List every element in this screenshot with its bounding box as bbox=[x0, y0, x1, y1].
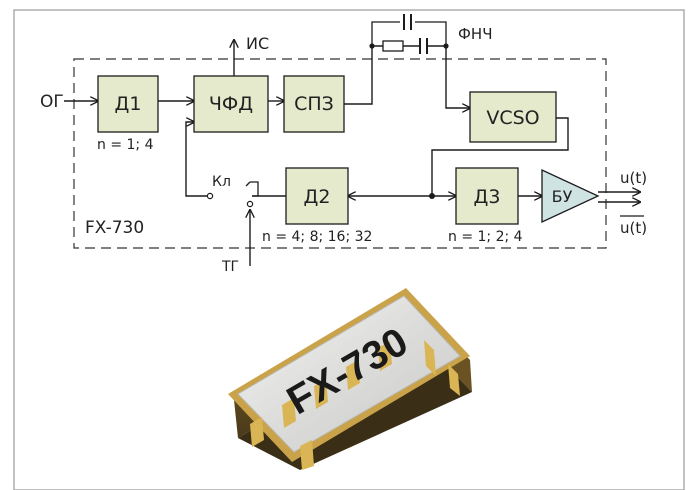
figure-frame bbox=[13, 9, 685, 490]
signal-out-neg-label: u(t) bbox=[620, 219, 647, 237]
lpf-top-wire-left bbox=[371, 21, 400, 46]
block-d2 bbox=[285, 167, 349, 225]
blocks bbox=[97, 75, 600, 225]
block-vcso-label: VCSO bbox=[486, 107, 539, 129]
signal-out-pos-label: u(t) bbox=[620, 169, 647, 187]
lpf-cap2-gap bbox=[421, 40, 426, 52]
chip-pad bbox=[448, 364, 460, 396]
chip-pad bbox=[314, 379, 328, 409]
signal-tg-label: ТГ bbox=[221, 259, 239, 275]
wire-spz-vcso bbox=[344, 45, 470, 108]
signal-kl-label: Кл bbox=[212, 174, 231, 190]
wire-vcso-out bbox=[431, 117, 569, 196]
wire-switch-chfd bbox=[185, 122, 210, 197]
signal-fnch-label: ФНЧ bbox=[458, 25, 492, 43]
switch-contact-a bbox=[206, 192, 214, 200]
labels: Д1 ЧФД СПЗ VCSO Д2 Д3 БУ ОГ ИС ФНЧ Кл ТГ… bbox=[40, 25, 647, 275]
junction-dot bbox=[429, 193, 435, 199]
chip-pad bbox=[424, 340, 436, 376]
switch bbox=[206, 181, 259, 208]
chip-pad bbox=[250, 417, 264, 447]
signal-is-label: ИС bbox=[246, 34, 269, 53]
amp-bu-label: БУ bbox=[552, 187, 573, 206]
signal-og-label: ОГ bbox=[40, 92, 64, 112]
switch-contact-b bbox=[246, 200, 254, 208]
block-chfd bbox=[193, 75, 269, 133]
block-d2-label: Д2 bbox=[304, 186, 331, 208]
module-boundary bbox=[73, 58, 607, 249]
note-d3-n: n = 1; 2; 4 bbox=[448, 229, 523, 245]
note-module: FX-730 bbox=[85, 218, 144, 238]
lpf-top-wire-right bbox=[415, 21, 447, 46]
block-d1-label: Д1 bbox=[115, 93, 142, 115]
switch-arm bbox=[250, 181, 259, 197]
block-spz bbox=[283, 75, 345, 133]
chip-illustration: FX-730 bbox=[228, 288, 472, 470]
note-d2-n: n = 4; 8; 16; 32 bbox=[262, 229, 372, 245]
block-spz-label: СПЗ bbox=[294, 93, 334, 115]
block-d3-label: Д3 bbox=[474, 186, 501, 208]
chip-pad bbox=[300, 440, 314, 470]
switch-arm-tip bbox=[245, 181, 251, 187]
lpf-resistor-body bbox=[384, 42, 402, 50]
note-d1-n: n = 1; 4 bbox=[97, 137, 154, 153]
amp-bu bbox=[541, 168, 600, 224]
block-chfd-label: ЧФД bbox=[209, 93, 253, 115]
chip-pads bbox=[250, 340, 460, 470]
chip-pad bbox=[282, 398, 296, 428]
block-vcso bbox=[469, 91, 557, 143]
block-d3 bbox=[455, 167, 519, 225]
block-d1 bbox=[97, 75, 159, 133]
lpf-cap1-gap bbox=[405, 16, 410, 28]
chip-pad bbox=[378, 341, 392, 371]
chip-pad bbox=[346, 360, 360, 390]
